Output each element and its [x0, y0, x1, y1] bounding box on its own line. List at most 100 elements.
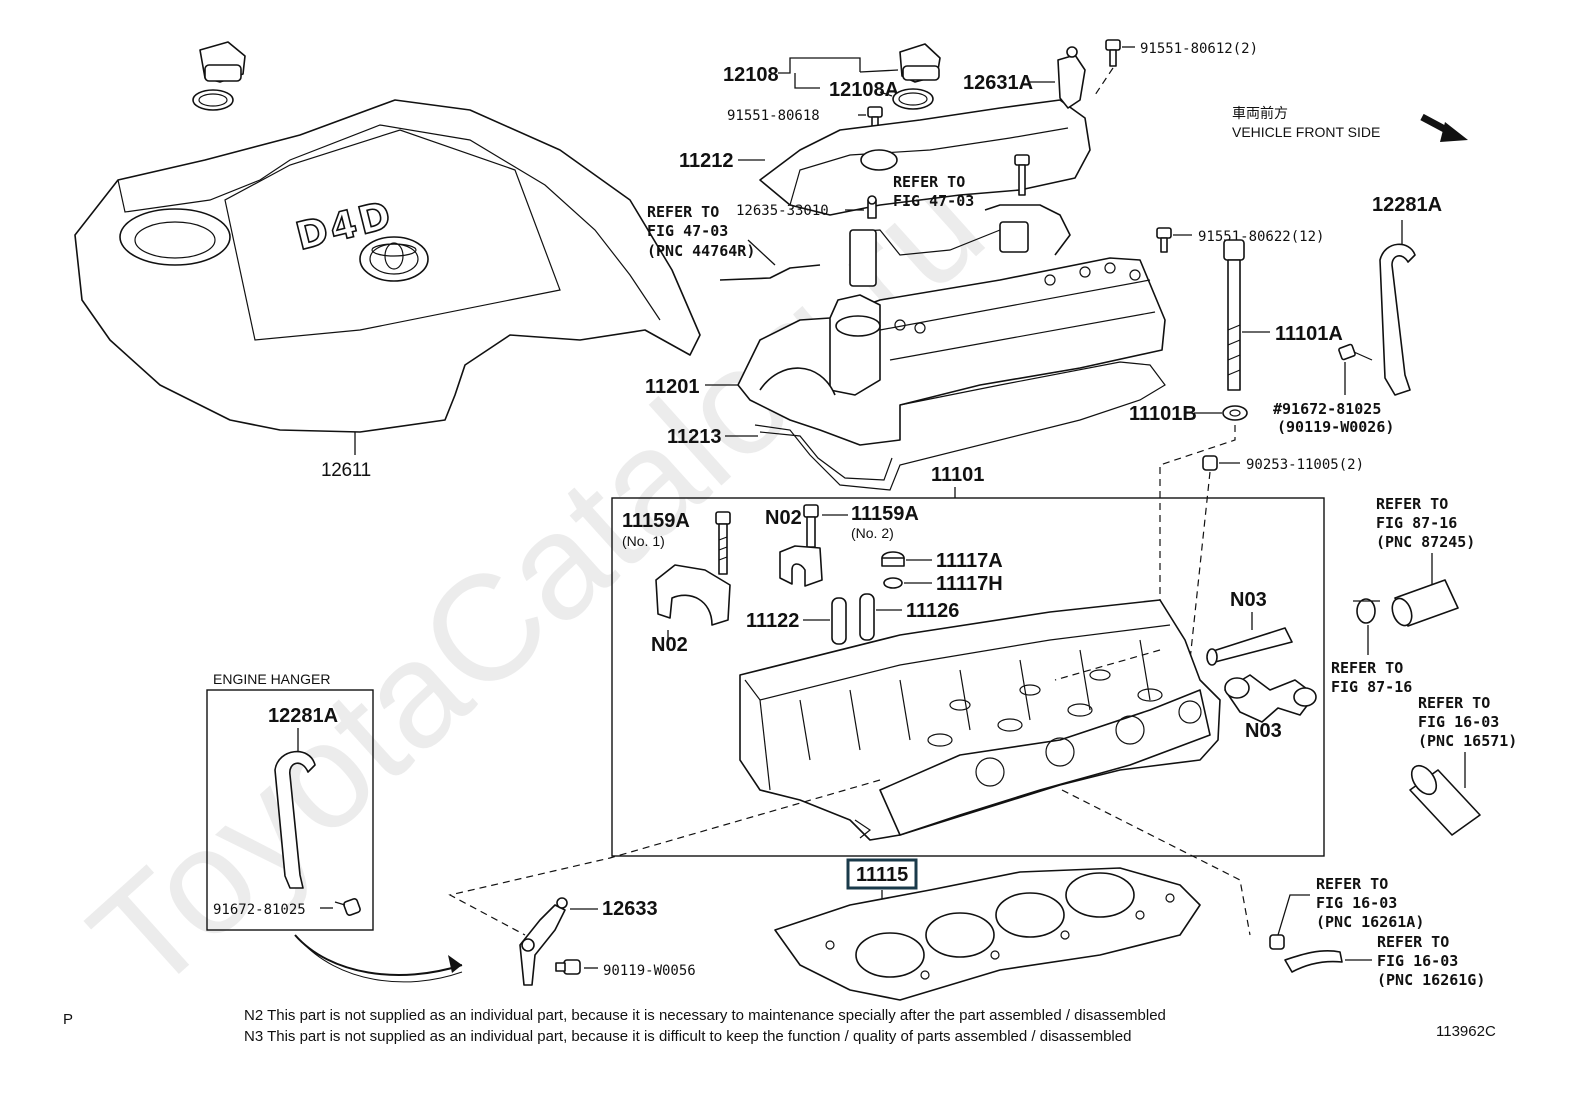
- ref-fig87-16-b-line1[interactable]: REFER TO: [1331, 659, 1403, 677]
- ref-fig16-03-c-line1[interactable]: REFER TO: [1377, 933, 1449, 951]
- label-11159A-no2[interactable]: 11159A: [851, 503, 919, 525]
- engine-cover[interactable]: D4D: [74, 99, 701, 455]
- water-outlet-n03[interactable]: [1224, 674, 1317, 723]
- cylinder-head-cover-upper[interactable]: [759, 99, 1091, 216]
- oil-filler-cap[interactable]: [199, 41, 246, 83]
- bracket-12633[interactable]: [519, 897, 568, 986]
- toyota-emblem-icon: [359, 236, 429, 282]
- cylinder-head-gasket[interactable]: [774, 867, 1201, 1001]
- label-11213[interactable]: 11213: [667, 426, 722, 448]
- label-11101B[interactable]: 11101B: [1129, 403, 1197, 425]
- label-N03-b[interactable]: N03: [1245, 720, 1282, 742]
- orientation-en-label: VEHICLE FRONT SIDE: [1232, 124, 1380, 140]
- front-direction-arrow-icon: [1420, 113, 1468, 142]
- oil-filler-gasket[interactable]: [192, 89, 234, 111]
- label-12281A-box[interactable]: 12281A: [268, 705, 338, 727]
- label-91551-80622[interactable]: 91551-80622(12): [1198, 229, 1324, 245]
- bracket-12631A[interactable]: [1057, 46, 1086, 109]
- oring-11117H[interactable]: [883, 577, 903, 589]
- pipe-n03[interactable]: [1206, 627, 1293, 666]
- hose-clip-16261A: [1269, 934, 1285, 950]
- bearing-cap-n02-lower[interactable]: [655, 564, 731, 626]
- engine-hanger-box: [206, 689, 374, 931]
- bolt-91672-81025[interactable]: [334, 898, 361, 916]
- cylinder-head-cover[interactable]: [737, 257, 1166, 446]
- label-12108A[interactable]: 12108A: [829, 79, 899, 101]
- bolt-11159A-no2[interactable]: [803, 504, 819, 548]
- valve-guide-11126[interactable]: [859, 593, 875, 641]
- stud-12635-33010[interactable]: [867, 195, 877, 219]
- hose-87245: [1391, 579, 1459, 627]
- label-N02-b[interactable]: N02: [651, 634, 688, 656]
- label-11117H[interactable]: 11117H: [936, 573, 1003, 595]
- ref-fig16-03-c-line2[interactable]: FIG 16-03: [1377, 952, 1458, 970]
- plug-11117A[interactable]: [881, 551, 905, 567]
- bolt-11159A-no1[interactable]: [715, 511, 731, 575]
- ref-fig16-03-b-line3[interactable]: (PNC 16261A): [1316, 913, 1424, 931]
- bolt-90119-W0056[interactable]: [555, 959, 581, 975]
- ref-fig47-03-a-line2[interactable]: FIG 47-03: [647, 222, 728, 240]
- ref-fig16-03-a-line3[interactable]: (PNC 16571): [1418, 732, 1517, 750]
- ref-fig16-03-b-line2[interactable]: FIG 16-03: [1316, 894, 1397, 912]
- head-bolt-11101A[interactable]: [1223, 239, 1245, 391]
- label-12108[interactable]: 12108: [723, 64, 779, 86]
- label-90119-W0026[interactable]: (90119-W0026): [1277, 418, 1394, 436]
- label-90119-W0056[interactable]: 90119-W0056: [603, 963, 696, 979]
- ref-fig87-16-a-line2[interactable]: FIG 87-16: [1376, 514, 1457, 532]
- engine-hanger-upper[interactable]: [1379, 243, 1416, 396]
- cylinder-head-subassembly-box: [611, 497, 1325, 857]
- label-12631A[interactable]: 12631A: [963, 72, 1033, 94]
- ref-fig87-16-b-line2[interactable]: FIG 87-16: [1331, 678, 1412, 696]
- label-12633[interactable]: 12633: [602, 898, 658, 920]
- label-12281A-top[interactable]: 12281A: [1372, 194, 1442, 216]
- hose-16571: [1409, 764, 1481, 836]
- label-11201[interactable]: 11201: [645, 376, 700, 398]
- oil-cap-drawn: [859, 43, 941, 110]
- ref-fig16-03-c-line3[interactable]: (PNC 16261G): [1377, 971, 1485, 989]
- label-N02-a[interactable]: N02: [765, 507, 802, 529]
- washer-11101B[interactable]: [1222, 405, 1248, 421]
- plug-90253-11005[interactable]: [1202, 455, 1218, 471]
- label-11115-box: [846, 858, 918, 890]
- orientation-jp-label: 車両前方: [1232, 105, 1288, 121]
- ref-fig47-03-a-line1[interactable]: REFER TO: [647, 203, 719, 221]
- bolt-91672-81025-top[interactable]: [1338, 343, 1373, 361]
- ref-fig47-03-b-line2[interactable]: FIG 47-03: [893, 192, 974, 210]
- label-11126[interactable]: 11126: [906, 600, 959, 622]
- label-11115[interactable]: 11115: [856, 864, 908, 886]
- cylinder-head[interactable]: [739, 599, 1221, 841]
- label-11101A[interactable]: 11101A: [1275, 323, 1343, 345]
- note-n3: N3 This part is not supplied as an indiv…: [244, 1028, 1131, 1045]
- ref-fig47-03-b-line1[interactable]: REFER TO: [893, 173, 965, 191]
- label-11122[interactable]: 11122: [746, 610, 799, 632]
- label-11159A-no2-sub[interactable]: (No. 2): [851, 525, 894, 541]
- label-12611[interactable]: 12611: [321, 460, 371, 481]
- bolt-91551-80612[interactable]: [1105, 39, 1121, 67]
- bearing-cap-n02-upper[interactable]: [779, 545, 823, 587]
- label-90253-11005[interactable]: 90253-11005(2): [1246, 457, 1364, 473]
- head-cover-gasket[interactable]: [754, 361, 1166, 491]
- ref-fig87-16-a-line1[interactable]: REFER TO: [1376, 495, 1448, 513]
- hose-clamp: [1353, 598, 1380, 624]
- label-11159A-no1-sub[interactable]: (No. 1): [622, 533, 665, 549]
- label-N03-a[interactable]: N03: [1230, 589, 1267, 611]
- ref-fig16-03-a-line2[interactable]: FIG 16-03: [1418, 713, 1499, 731]
- ref-fig16-03-b-line1[interactable]: REFER TO: [1316, 875, 1388, 893]
- label-91672-81025-top[interactable]: #91672-81025: [1273, 400, 1381, 418]
- ref-fig16-03-a-line1[interactable]: REFER TO: [1418, 694, 1490, 712]
- bolt-91551-80622[interactable]: [1156, 227, 1172, 253]
- label-11117A[interactable]: 11117A: [936, 550, 1003, 572]
- ref-fig87-16-a-line3[interactable]: (PNC 87245): [1376, 533, 1475, 551]
- label-91551-80612[interactable]: 91551-80612(2): [1140, 41, 1258, 57]
- bolt-vertical-top[interactable]: [1014, 154, 1030, 196]
- label-11212[interactable]: 11212: [679, 150, 734, 172]
- label-11101[interactable]: 11101: [931, 464, 984, 486]
- label-91672-81025-box[interactable]: 91672-81025: [213, 902, 306, 918]
- label-91551-80618[interactable]: 91551-80618: [727, 108, 820, 124]
- engine-hanger-12281A[interactable]: [274, 750, 316, 889]
- label-12635-33010[interactable]: 12635-33010: [736, 203, 829, 219]
- valve-guide-11122[interactable]: [831, 597, 847, 645]
- label-11159A-no1[interactable]: 11159A: [622, 510, 690, 532]
- ref-fig47-03-a-line3[interactable]: (PNC 44764R): [647, 242, 755, 260]
